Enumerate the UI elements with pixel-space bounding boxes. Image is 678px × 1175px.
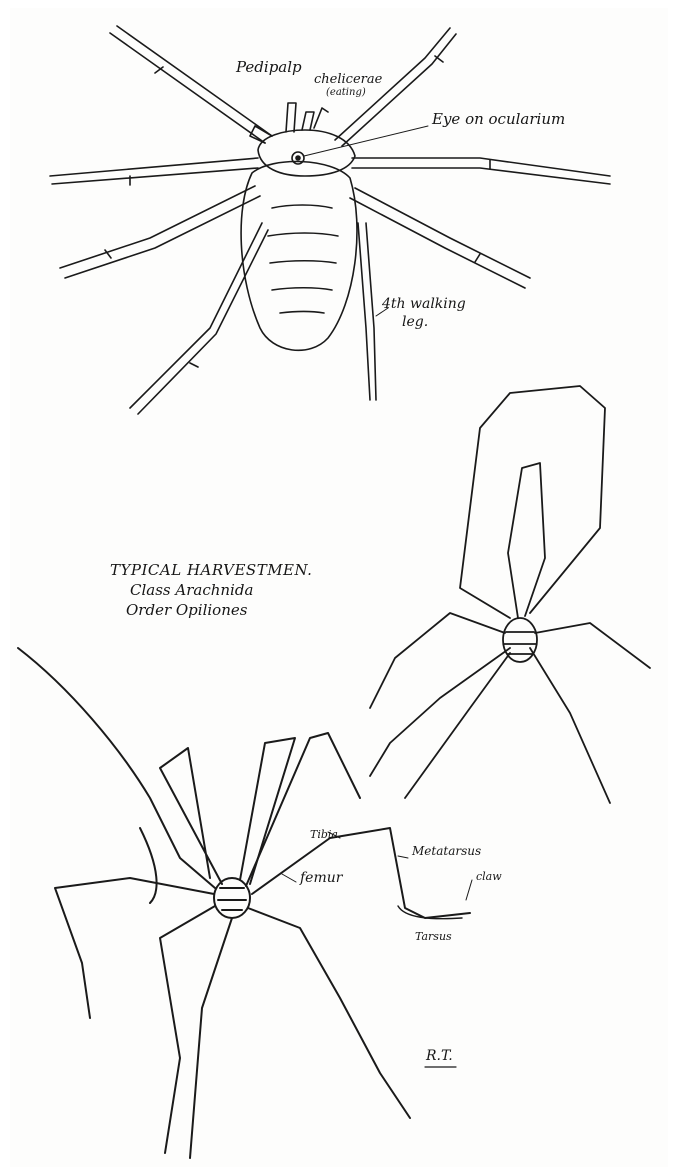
dorsal-leg-1-left xyxy=(110,26,272,143)
large-leg-right-1 xyxy=(248,908,410,1118)
femur-leader xyxy=(282,874,296,882)
large-leg-front-a xyxy=(160,748,222,884)
chelicerae xyxy=(302,112,314,130)
metatarsus-leader xyxy=(398,856,408,858)
title-line-2: Class Arachnida xyxy=(130,581,312,599)
dorsal-abdomen xyxy=(241,162,357,351)
title-line-1: TYPICAL HARVESTMEN. xyxy=(110,561,312,579)
raised-leg-outer xyxy=(460,386,605,618)
side-leg-1 xyxy=(370,613,505,708)
label-tarsus: Tarsus xyxy=(415,930,452,943)
large-leg-left-1 xyxy=(55,878,214,1018)
label-chelicerae-note: (eating) xyxy=(326,87,366,98)
label-walking-leg: 4th walking xyxy=(382,296,466,312)
dorsal-leg-4-right xyxy=(358,223,376,400)
large-leg-right-2 xyxy=(190,918,232,1158)
eye-leader xyxy=(304,126,428,156)
dorsal-leg-2-left xyxy=(50,158,258,184)
label-chelicerae: chelicerae xyxy=(314,72,382,87)
title-line-3: Order Opiliones xyxy=(126,601,312,619)
dorsal-leg-3-left xyxy=(60,186,260,278)
harvestmen-sketch xyxy=(10,8,668,1167)
pedipalp xyxy=(286,103,296,132)
label-metatarsus: Metatarsus xyxy=(412,844,481,858)
large-leg-labeled xyxy=(252,828,470,918)
large-leg-front-b xyxy=(240,738,295,884)
large-body xyxy=(214,878,250,918)
dorsal-leg-3-right xyxy=(350,188,530,288)
large-harvestman xyxy=(18,648,472,1158)
drawing-sheet: Pedipalp chelicerae (eating) Eye on ocul… xyxy=(10,8,668,1167)
label-claw: claw xyxy=(476,870,502,883)
large-leg-long-left xyxy=(18,648,215,888)
title-block: TYPICAL HARVESTMEN. Class Arachnida Orde… xyxy=(110,561,312,619)
large-leg-left-2 xyxy=(160,906,215,1153)
signature: R.T. xyxy=(426,1048,453,1064)
raised-leg-inner xyxy=(508,463,545,618)
side-view-harvestman xyxy=(370,386,650,803)
label-femur: femur xyxy=(300,870,342,886)
dorsal-leg-2-right xyxy=(352,158,610,184)
label-walking-leg-2: leg. xyxy=(402,314,428,330)
label-eye-on-ocularium: Eye on ocularium xyxy=(432,110,565,128)
dorsal-leg-4-left xyxy=(130,223,268,414)
claw-leader xyxy=(466,880,472,900)
label-pedipalp: Pedipalp xyxy=(236,58,302,76)
side-leg-4 xyxy=(535,623,650,668)
dorsal-cephalothorax xyxy=(258,130,355,176)
side-leg-3 xyxy=(530,648,610,803)
label-tibia: Tibia xyxy=(310,828,338,841)
